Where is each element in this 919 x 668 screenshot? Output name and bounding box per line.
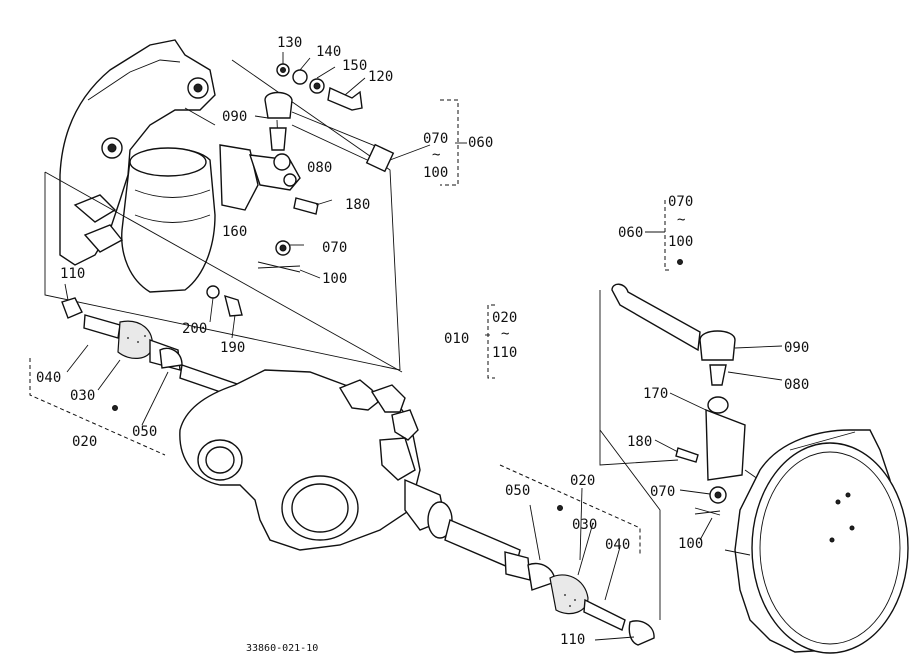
label-050-right: 050 <box>505 483 530 499</box>
label-150: 150 <box>342 58 367 74</box>
label-190: 190 <box>220 340 245 356</box>
label-160: 160 <box>222 224 247 240</box>
right-knuckle-arm-assembly <box>611 259 746 516</box>
label-010: 010 <box>444 331 469 347</box>
label-030-right: 030 <box>572 517 597 533</box>
right-shaft-parts <box>444 505 655 646</box>
label-180-left: 180 <box>345 197 370 213</box>
label-100-top: 100 <box>423 165 448 181</box>
label-100-right-top: 100 <box>668 234 693 250</box>
label-040-left: 040 <box>36 370 61 386</box>
part-labels: 130 140 150 120 090 080 070 ~ 100 060 18… <box>36 35 809 654</box>
label-100-left: 100 <box>322 271 347 287</box>
center-axle-housing <box>179 369 453 551</box>
label-140: 140 <box>316 44 341 60</box>
label-090-left: 090 <box>222 109 247 125</box>
label-050-left: 050 <box>132 424 157 440</box>
label-060-right: 060 <box>618 225 643 241</box>
label-040-right: 040 <box>605 537 630 553</box>
label-100-right: 100 <box>678 536 703 552</box>
label-110-right: 110 <box>560 632 585 648</box>
label-060-top: 060 <box>468 135 493 151</box>
label-tilde-right: ~ <box>677 212 685 228</box>
front-axle-housing-left <box>59 39 216 293</box>
label-020-mid: 020 <box>492 310 517 326</box>
label-070-right: 070 <box>650 484 675 500</box>
label-070-top: 070 <box>423 131 448 147</box>
label-020-left: 020 <box>72 434 97 450</box>
figure-code: 33860-021-10 <box>246 643 318 654</box>
left-shaft-parts <box>61 297 241 411</box>
label-080-left: 080 <box>307 160 332 176</box>
label-120: 120 <box>368 69 393 85</box>
label-110-left: 110 <box>60 266 85 282</box>
label-180-right: 180 <box>627 434 652 450</box>
label-130: 130 <box>277 35 302 51</box>
label-tilde-top: ~ <box>432 147 440 163</box>
label-110-mid: 110 <box>492 345 517 361</box>
label-030-left: 030 <box>70 388 95 404</box>
knuckle-arm-assembly <box>206 63 395 317</box>
label-020-right: 020 <box>570 473 595 489</box>
label-tilde-mid: ~ <box>501 326 509 342</box>
label-070-right-top: 070 <box>668 194 693 210</box>
label-070-left: 070 <box>322 240 347 256</box>
front-axle-housing-right <box>724 429 909 654</box>
label-090-right: 090 <box>784 340 809 356</box>
label-170: 170 <box>643 386 668 402</box>
label-080-right: 080 <box>784 377 809 393</box>
label-200: 200 <box>182 321 207 337</box>
